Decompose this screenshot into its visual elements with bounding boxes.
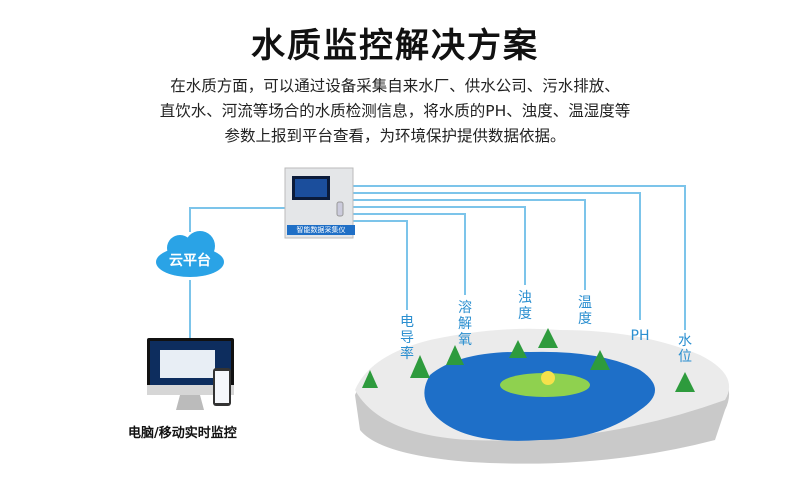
description-line: 在水质方面，可以通过设备采集自来水厂、供水公司、污水排放、 <box>170 77 620 95</box>
sensor-label-conductivity: 电导率 <box>400 314 414 362</box>
sensor-label-ph: PH <box>630 328 650 344</box>
island-scene <box>355 328 730 464</box>
connection-lines <box>189 185 686 338</box>
description-line: 直饮水、河流等场合的水质检测信息，将水质的PH、浊度、温湿度等 <box>159 102 631 120</box>
sensor-label-temperature: 温度 <box>578 295 592 327</box>
sensor-label-dissolved-oxygen: 溶解氧 <box>458 300 472 348</box>
cloud-platform-icon <box>156 231 224 277</box>
computer-monitor-icon <box>147 338 234 410</box>
sensor-label-turbidity: 浊度 <box>518 290 532 322</box>
description-line: 参数上报到平台查看，为环境保护提供数据依据。 <box>224 127 566 145</box>
page-title: 水质监控解决方案 <box>251 26 539 66</box>
device-label: 智能数据采集仪 <box>287 225 355 235</box>
monitor-caption: 电脑/移动实时监控 <box>128 426 237 441</box>
sensor-label-water-level: 水位 <box>678 333 692 365</box>
cloud-label[interactable]: 云平台 <box>169 253 211 269</box>
description: 在水质方面，可以通过设备采集自来水厂、供水公司、污水排放、 直饮水、河流等场合的… <box>0 74 790 149</box>
